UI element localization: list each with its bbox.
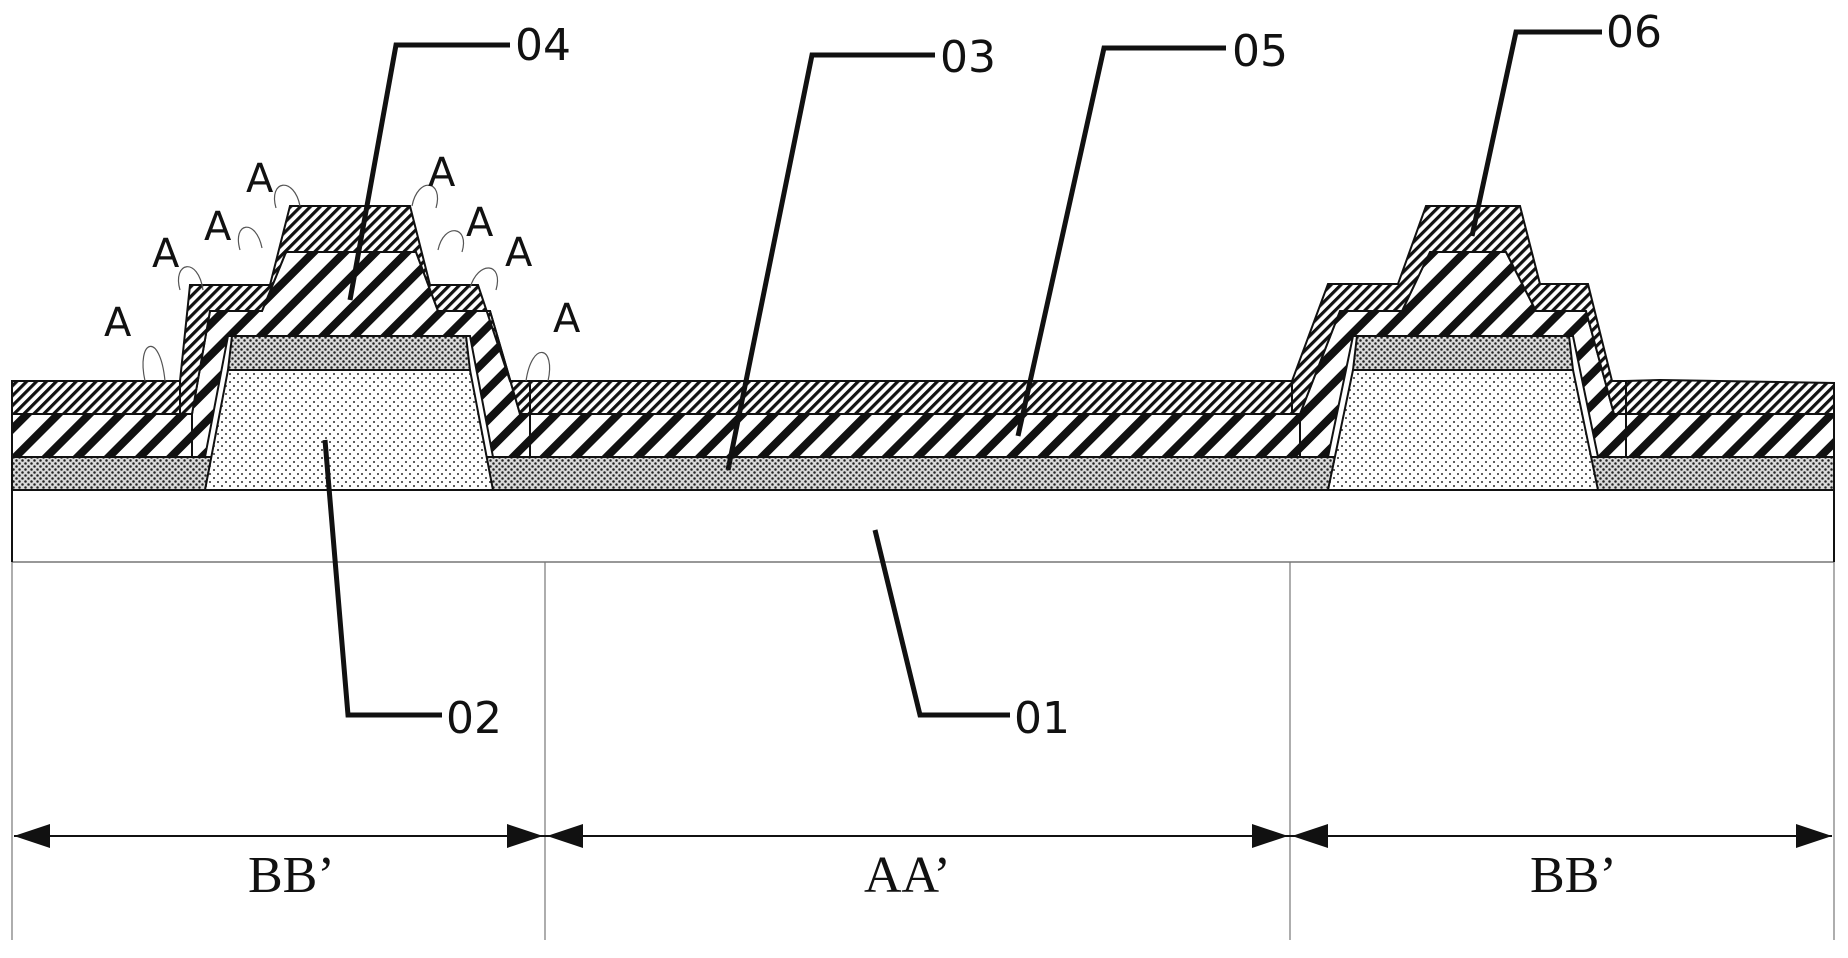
ref-label-05: 05 [1232,26,1288,77]
ref-label-03: 03 [940,32,996,83]
particle-label: A [553,296,581,342]
region-label-right: BB’ [1530,847,1617,904]
dimension-arrows [14,824,1832,848]
particle-label: A [246,156,274,202]
ref-label-01: 01 [1014,693,1070,744]
particle-label: A [428,150,456,196]
region-label-left: BB’ [248,847,335,904]
particle-label: A [505,230,533,276]
ref-label-04: 04 [515,20,571,71]
particle-label: A [152,231,180,277]
region-label-center: AA’ [864,847,951,904]
region-labels: BB’ AA’ BB’ [248,847,1617,904]
particle-label: A [204,204,232,250]
substrate-01 [12,490,1834,562]
ref-label-02: 02 [446,693,502,744]
particle-label: A [104,300,132,346]
particle-label: A [466,200,494,246]
ref-label-06: 06 [1606,7,1662,58]
